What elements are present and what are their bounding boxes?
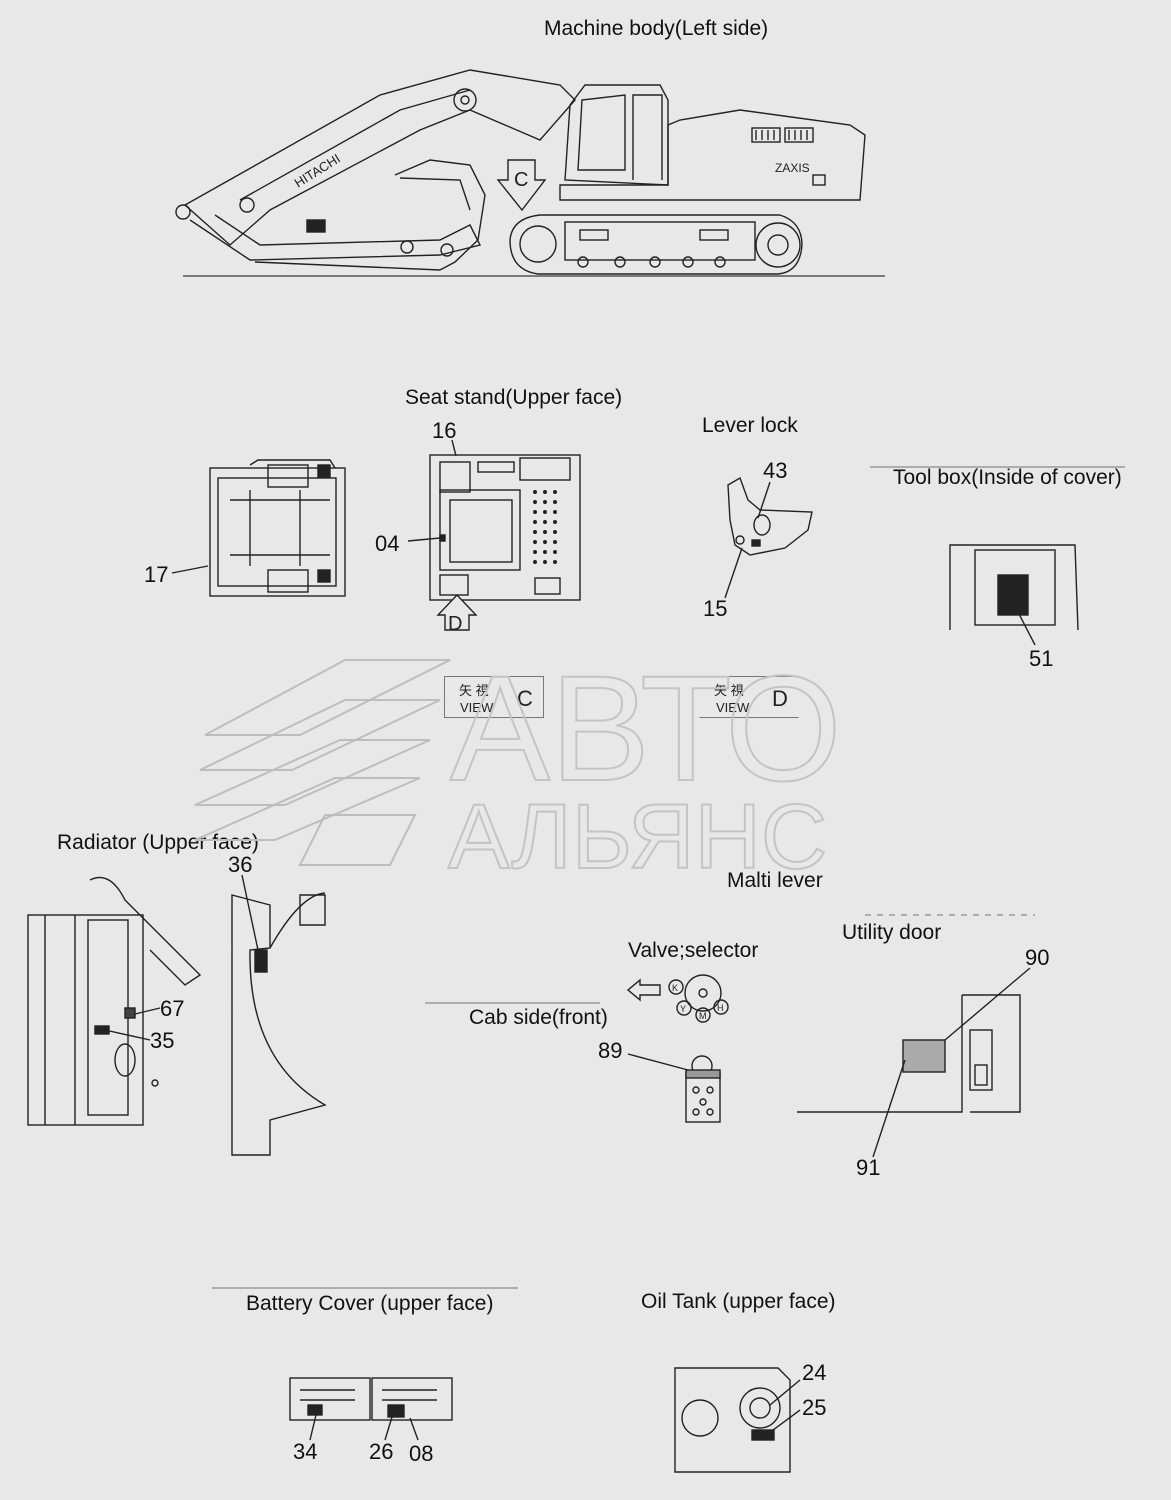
callout-04: 04 (375, 531, 400, 556)
callout-15: 15 (703, 596, 728, 621)
tool-box-label: Tool box(Inside of cover) (893, 466, 1122, 489)
malti-lever-label: Malti lever (727, 869, 823, 892)
view-c-letter: C (517, 686, 533, 711)
selector-mark-h: H (717, 1003, 724, 1013)
radiator-label: Radiator (Upper face) (57, 831, 259, 854)
watermark-logo (194, 659, 451, 866)
watermark-line1: АВТО (450, 644, 842, 812)
view-d-letter: D (772, 686, 788, 711)
callout-24: 24 (802, 1360, 827, 1385)
callout-17: 17 (144, 562, 169, 587)
view-c-text: VIEW (460, 700, 494, 715)
machine-body-label: Machine body(Left side) (544, 17, 769, 40)
view-d-marker: 矢 視 VIEW D (699, 676, 799, 718)
utility-door-label: Utility door (842, 921, 942, 944)
selector-mark-k: K (672, 983, 678, 993)
cab-side-label: Cab side(front) (469, 1006, 608, 1029)
callout-25: 25 (802, 1395, 827, 1420)
oil-tank-drawing (674, 1367, 801, 1473)
excavator-drawing: HITACHI C (175, 69, 885, 277)
valve-selector-label: Valve;selector (628, 939, 759, 962)
oil-tank-label: Oil Tank (upper face) (641, 1290, 836, 1313)
lever-lock-drawing (724, 476, 813, 599)
utility-door-drawing (797, 914, 1035, 1158)
view-c-kanji: 矢 視 (459, 683, 489, 698)
valve-selector-drawing (626, 974, 729, 1023)
seat-stand-label: Seat stand(Upper face) (405, 386, 623, 409)
watermark-line2: АЛЬЯНС (448, 786, 827, 888)
view-c-marker: 矢 視 VIEW C (444, 676, 544, 718)
callout-36: 36 (228, 852, 253, 877)
callout-43: 43 (763, 458, 788, 483)
callout-34: 34 (293, 1439, 318, 1464)
cab-side-drawing (627, 1053, 721, 1123)
lever-lock-label: Lever lock (702, 414, 798, 437)
callout-90: 90 (1025, 945, 1050, 970)
callout-35: 35 (150, 1028, 175, 1053)
radiator-drawing (27, 874, 327, 1156)
callout-16: 16 (432, 418, 457, 443)
arrow-d-letter: D (448, 613, 462, 635)
callout-67: 67 (160, 996, 185, 1021)
tool-box-drawing (870, 466, 1125, 646)
callout-89: 89 (598, 1038, 623, 1063)
seat-stand-top-drawing: D (407, 439, 581, 635)
view-d-text: VIEW (716, 700, 750, 715)
callout-51: 51 (1029, 646, 1054, 671)
callout-26: 26 (369, 1439, 394, 1464)
selector-mark-m: M (699, 1011, 707, 1021)
model-text: ZAXIS (775, 161, 810, 175)
callout-91: 91 (856, 1155, 881, 1180)
seat-stand-side-drawing (171, 459, 346, 597)
battery-cover-drawing (212, 1287, 518, 1441)
view-d-kanji: 矢 視 (714, 683, 744, 698)
callout-08: 08 (409, 1441, 434, 1466)
arrow-c-letter: C (514, 169, 528, 191)
battery-cover-label: Battery Cover (upper face) (246, 1292, 494, 1315)
selector-mark-y: Y (680, 1004, 686, 1014)
